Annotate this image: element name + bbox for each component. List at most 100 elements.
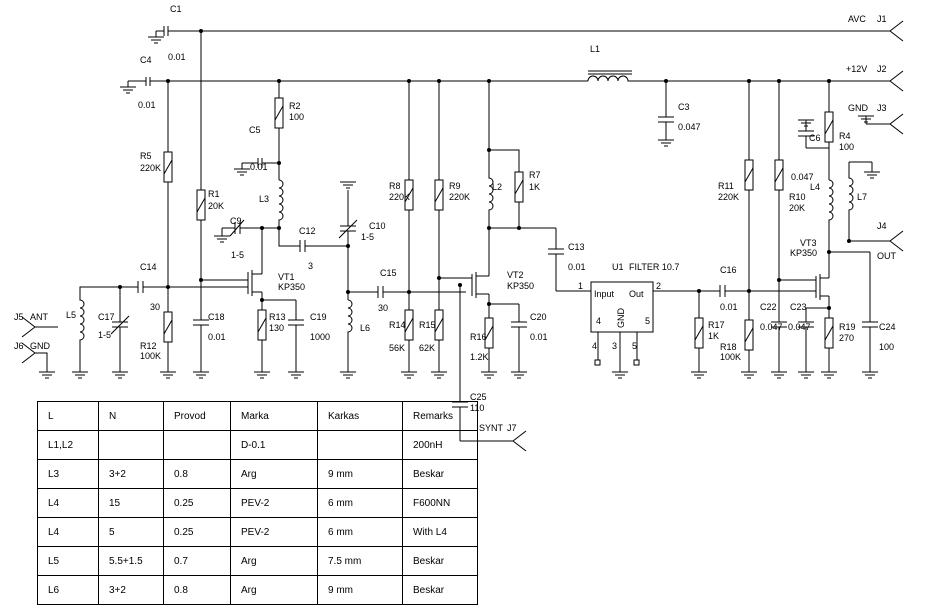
- capacitor-c13: C13 0.01: [548, 228, 591, 292]
- connector-j2: +12V J2: [846, 64, 904, 92]
- junction-dot: [260, 298, 264, 302]
- connector-j7-name: SYNT: [479, 423, 504, 433]
- ground-icon: [288, 371, 304, 379]
- c5-ref: C5: [249, 125, 261, 135]
- u1-pin-gnd: GND: [616, 308, 626, 329]
- l3-ref: L3: [259, 194, 269, 204]
- capacitor-c5: C5 0.01: [242, 125, 279, 172]
- c25-ref: C25: [470, 392, 487, 402]
- c9-value: 1-5: [231, 250, 244, 260]
- table-cell: 0.25: [163, 517, 231, 547]
- c4-value: 0.01: [138, 100, 156, 110]
- ground-icon: [798, 371, 814, 379]
- vt2-ref: VT2: [507, 270, 524, 280]
- r4-value: 100: [839, 142, 854, 152]
- u1-pin3: 3: [612, 341, 617, 351]
- r5-value: 220K: [140, 163, 161, 173]
- capacitor-c19: C19 1000: [288, 300, 330, 372]
- c10-ref: C10: [369, 221, 386, 231]
- capacitor-c6: C6 0.047: [791, 120, 829, 182]
- table-cell: 200nH: [402, 430, 478, 460]
- table-cell: 6 mm: [317, 517, 403, 547]
- c17-ref: C17: [98, 312, 115, 322]
- vt3-value: KP350: [790, 248, 817, 258]
- c13-value: 0.01: [568, 262, 586, 272]
- l7-ref: L7: [857, 192, 867, 202]
- table-cell: 0.8: [163, 459, 231, 489]
- r5-ref: R5: [140, 151, 152, 161]
- junction-dot: [166, 285, 170, 289]
- table-cell: 15: [98, 488, 164, 518]
- c23-ref: C23: [790, 302, 807, 312]
- c17-value: 1-5: [98, 330, 111, 340]
- c15-value: 30: [378, 303, 388, 313]
- connector-j4: J4 OUT: [849, 221, 904, 261]
- table-header-cell: L: [37, 401, 99, 431]
- junction-dot: [437, 79, 441, 83]
- table-cell: PEV-2: [230, 488, 318, 518]
- c1-ref: C1: [170, 4, 182, 14]
- r4-ref: R4: [839, 131, 851, 141]
- table-cell: 9 mm: [317, 459, 403, 489]
- resistor-r11: R11 220K: [718, 81, 754, 320]
- inductor-l6: L6: [347, 291, 378, 372]
- ground-icon: [821, 371, 837, 379]
- ground-icon: [741, 371, 757, 379]
- r7-ref: R7: [529, 170, 541, 180]
- capacitor-c17: C17 1-5: [98, 287, 130, 372]
- r7-value: 1K: [529, 182, 540, 192]
- r9-ref: R9: [449, 181, 461, 191]
- r16-value: 1.2K: [470, 352, 489, 362]
- u1-pin-out: Out: [629, 289, 644, 299]
- connector-j6-name: GND: [30, 341, 51, 351]
- vt1-ref: VT1: [278, 272, 295, 282]
- connector-j1-name: AVC: [848, 14, 866, 24]
- table-cell: Arg: [230, 546, 318, 576]
- capacitor-c3: C3 0.047: [658, 81, 701, 140]
- capacitor-c24: C24 100: [862, 252, 896, 372]
- ground-icon: [858, 115, 874, 123]
- junction-dots: [118, 29, 851, 310]
- r19-ref: R19: [839, 322, 856, 332]
- c20-ref: C20: [530, 312, 547, 322]
- connector-j5-name: ANT: [30, 312, 49, 322]
- ground-icon: [340, 371, 356, 379]
- connector-j5-ref: J5: [14, 312, 24, 322]
- capacitor-c10: C10 1-5: [338, 190, 386, 300]
- table-cell: L4: [37, 517, 99, 547]
- ground-icon: [254, 371, 270, 379]
- c18-ref: C18: [208, 312, 225, 322]
- c16-value: 0.01: [720, 302, 738, 312]
- junction-dot: [487, 302, 491, 306]
- c3-value: 0.047: [678, 122, 701, 132]
- inductor-l7: L7: [848, 161, 873, 241]
- junction-dot: [199, 278, 203, 282]
- l1-ref: L1: [590, 44, 600, 54]
- r13-value: 130: [269, 323, 284, 333]
- resistor-r9: R9 220K: [434, 81, 470, 310]
- table-header-cell: Remarks: [402, 401, 478, 431]
- c6-value: 0.047: [791, 172, 814, 182]
- c14-value: 30: [150, 302, 160, 312]
- u1-pin5: 5: [632, 341, 637, 351]
- ground-icon: [72, 371, 88, 379]
- capacitor-c12: C12 3: [299, 226, 348, 271]
- junction-dot: [277, 79, 281, 83]
- ground-icon: [691, 371, 707, 379]
- junction-dot: [827, 250, 831, 254]
- r15-value: 62K: [419, 343, 435, 353]
- inductor-l1: L1: [587, 44, 632, 82]
- table-header-cell: Karkas: [317, 401, 403, 431]
- ground-icon: [658, 139, 674, 147]
- u1-ref: U1: [612, 262, 624, 272]
- ground-icon: [798, 119, 814, 127]
- r14-ref: R14: [389, 320, 406, 330]
- u1-pin1: 1: [578, 281, 583, 291]
- capacitor-c14: C14 30: [137, 262, 248, 312]
- r8-ref: R8: [389, 181, 401, 191]
- c12-ref: C12: [299, 226, 316, 236]
- vt1-value: KP350: [278, 282, 305, 292]
- resistor-r2: R2 100: [274, 81, 304, 180]
- table-cell: 0.7: [163, 546, 231, 576]
